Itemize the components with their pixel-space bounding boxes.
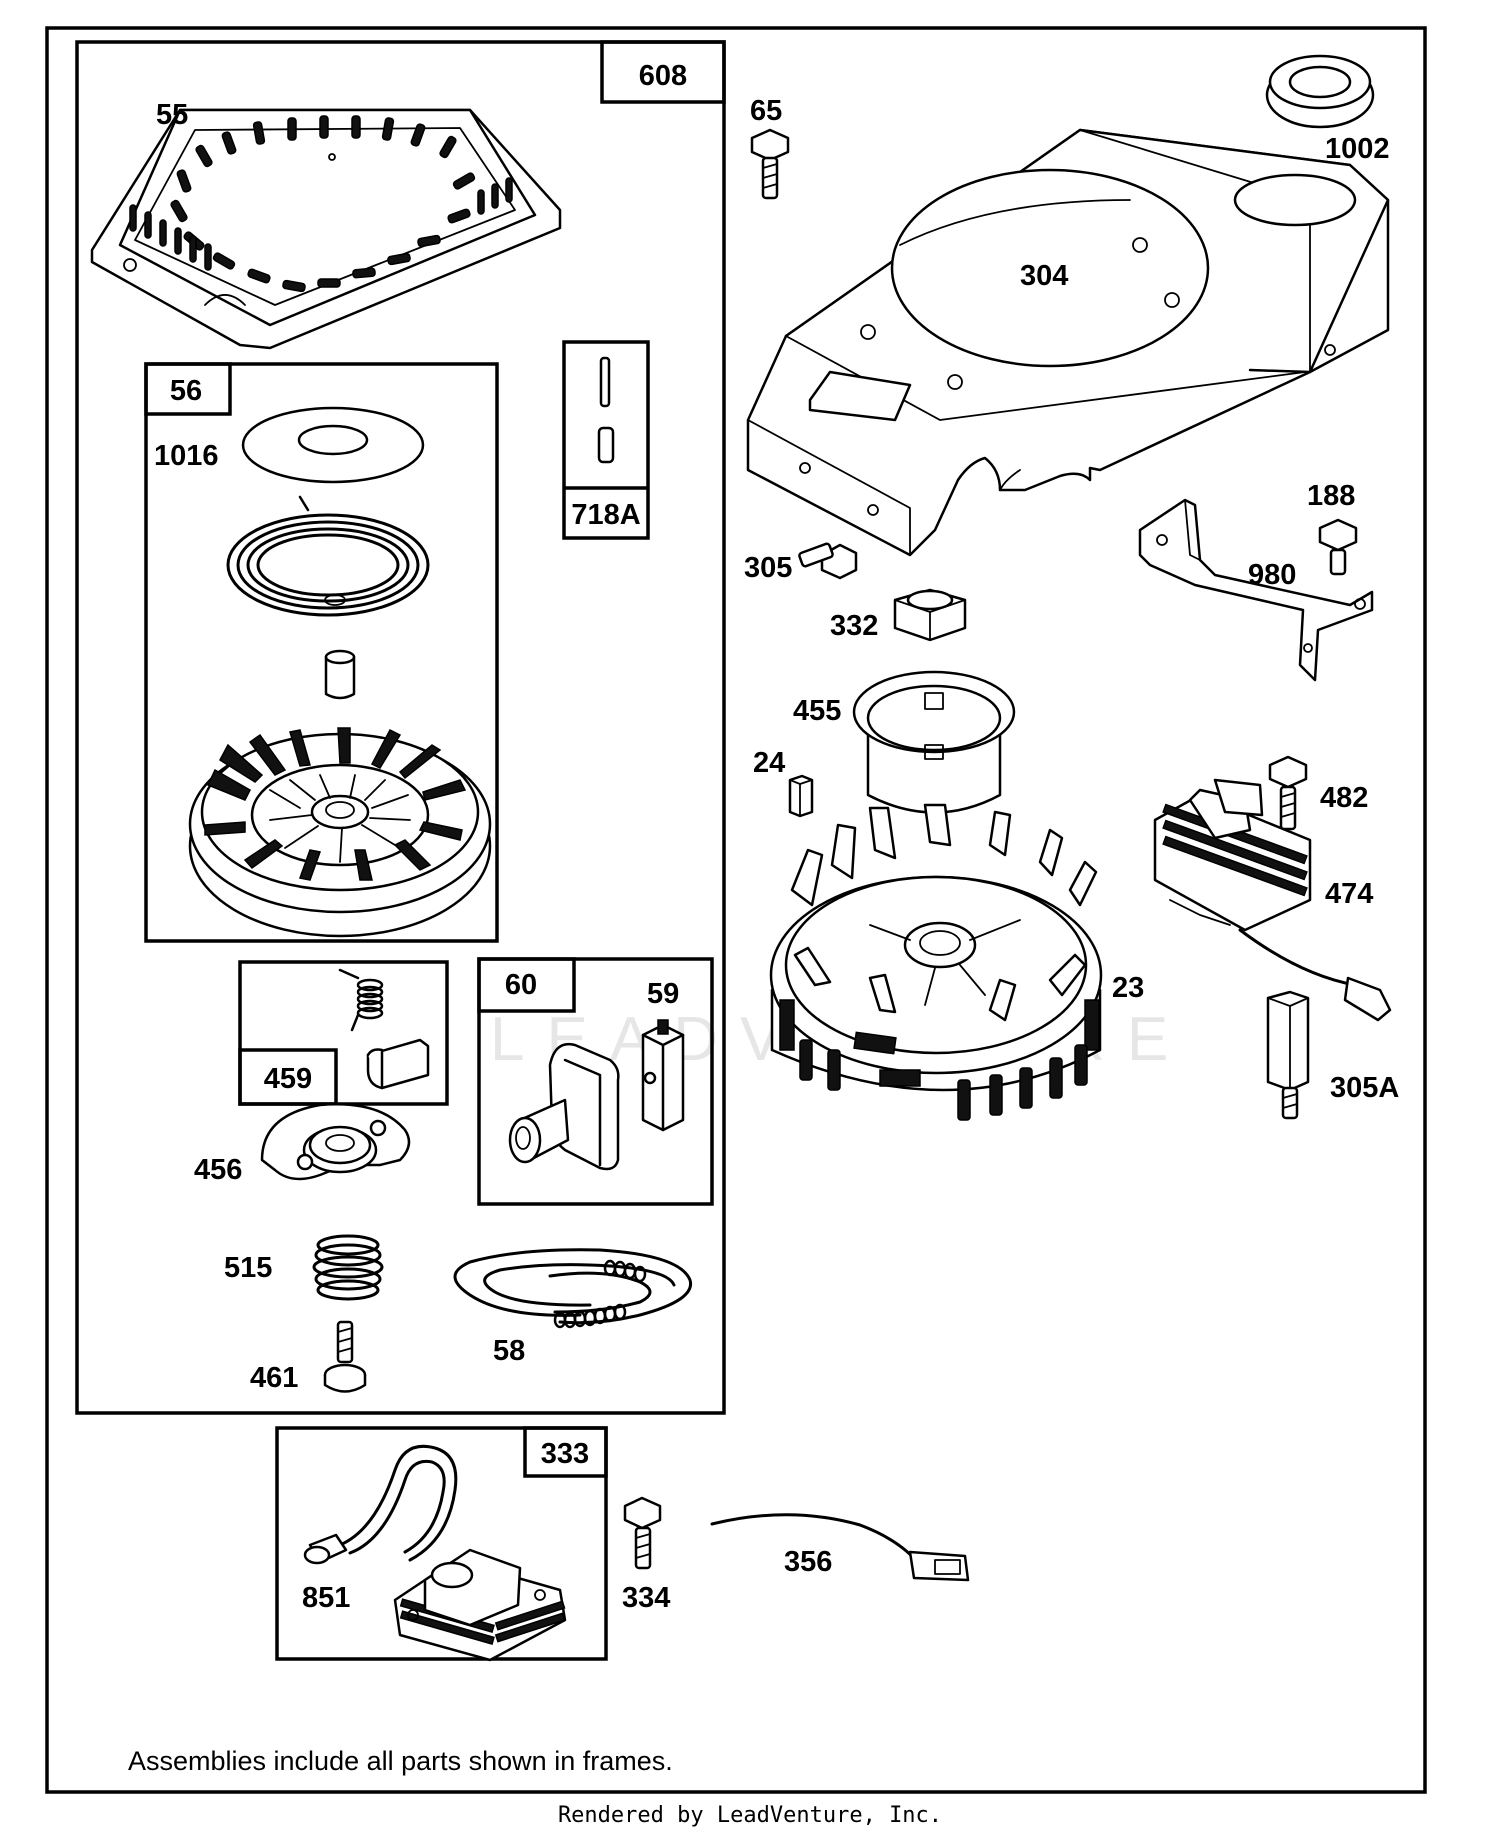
part-label-482: 482 [1320, 782, 1368, 814]
part-label-305A: 305A [1330, 1072, 1399, 1104]
frame-459: 459 [238, 960, 449, 1106]
part-label-59: 59 [647, 978, 679, 1010]
bolt-65-drawing [750, 128, 790, 200]
frame-718A: 718A [562, 340, 650, 540]
bolt-188-drawing [1318, 518, 1358, 576]
frame-608: 608 [75, 40, 726, 1415]
part-label-334: 334 [622, 1582, 670, 1614]
frame-label-60: 60 [505, 969, 537, 1001]
part-label-515: 515 [224, 1252, 272, 1284]
starter-housing-drawing [90, 108, 562, 350]
frame-333: 333 [275, 1426, 608, 1661]
part-label-455: 455 [793, 695, 841, 727]
compression-spring-drawing [312, 1234, 384, 1301]
grommet-drawing [1265, 54, 1375, 129]
starter-rope-drawing [453, 1248, 693, 1329]
bolt-482-drawing [1268, 755, 1308, 831]
retainer-drawing [260, 1103, 411, 1181]
starter-cup-drawing [852, 670, 1016, 814]
part-label-461: 461 [250, 1362, 298, 1394]
flywheel-drawing [769, 803, 1103, 1121]
flywheel-key-drawing [788, 774, 814, 818]
part-label-332: 332 [830, 610, 878, 642]
part-label-474: 474 [1325, 878, 1373, 910]
frame-label-459: 459 [264, 1063, 312, 1095]
pins-drawing [597, 356, 615, 464]
part-label-851: 851 [302, 1582, 350, 1614]
part-label-55: 55 [156, 99, 188, 131]
part-label-65: 65 [750, 95, 782, 127]
part-label-58: 58 [493, 1335, 525, 1367]
screw-334-drawing [623, 1496, 662, 1570]
frame-label-608: 608 [639, 60, 687, 92]
pin-cylinder-drawing [324, 649, 356, 700]
part-label-188: 188 [1307, 480, 1355, 512]
blower-housing-drawing [746, 128, 1390, 557]
handle-insert-drawing [641, 1019, 685, 1132]
part-label-304: 304 [1020, 260, 1068, 292]
part-label-23: 23 [1112, 972, 1144, 1004]
washer-drawing [241, 406, 425, 484]
outer-border [45, 26, 1427, 1794]
rewind-spring-drawing [226, 495, 430, 617]
frame-label-56: 56 [170, 375, 202, 407]
ground-wire-drawing [710, 1513, 970, 1582]
footnote: Assemblies include all parts shown in fr… [128, 1746, 673, 1776]
pawl-spring-drawing [338, 968, 430, 1090]
part-label-305: 305 [744, 552, 792, 584]
part-label-1016: 1016 [154, 440, 219, 472]
part-label-1002: 1002 [1325, 133, 1390, 165]
starter-pulley-drawing [188, 727, 492, 938]
rendered-by-credit: Rendered by LeadVenture, Inc. [558, 1803, 942, 1828]
screw-drawing [323, 1320, 367, 1393]
armature-drawing [1153, 778, 1392, 1022]
part-label-456: 456 [194, 1154, 242, 1186]
part-label-980: 980 [1248, 559, 1296, 591]
part-label-356: 356 [784, 1546, 832, 1578]
frame-56: 56 [144, 362, 499, 943]
bracket-drawing [1138, 498, 1374, 682]
frame-label-333: 333 [541, 1438, 589, 1470]
nut-drawing [893, 588, 967, 642]
bolt-305-drawing [798, 542, 858, 580]
ignition-module-drawing [303, 1444, 567, 1662]
frame-label-718A: 718A [571, 499, 640, 531]
stud-drawing [1266, 990, 1310, 1120]
frame-60: 60 [477, 957, 714, 1206]
part-label-24: 24 [753, 747, 785, 779]
starter-handle-drawing [508, 1042, 620, 1171]
